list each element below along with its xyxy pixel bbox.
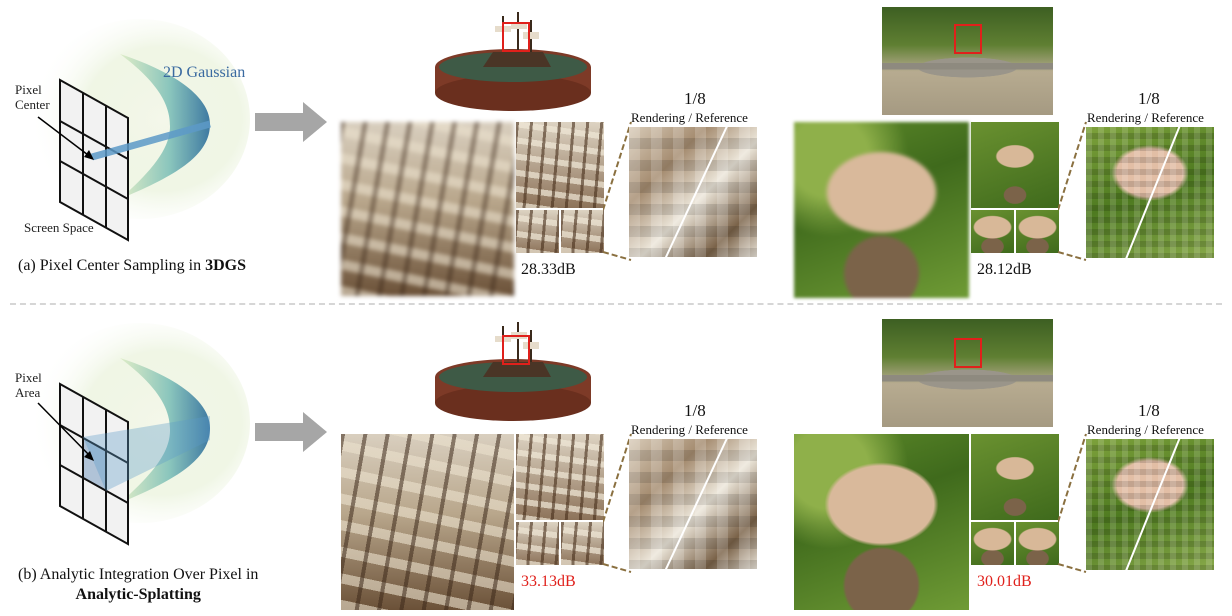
garden-compare-bottom: Rendering / Reference	[1087, 422, 1204, 437]
ship-crop-quarter	[516, 210, 559, 253]
garden-crop-quarter	[971, 210, 1014, 253]
garden-pixel-comparison	[1086, 439, 1214, 570]
ship-zoom-crop	[341, 434, 514, 610]
ship-zoom-crop	[341, 122, 514, 296]
right-arrow	[255, 412, 327, 452]
ship-crop-half	[516, 122, 604, 208]
projection-ray	[91, 120, 211, 161]
ship-scene-thumbnail	[435, 12, 591, 111]
ship-psnr-bottom: 33.13dB	[521, 573, 576, 590]
pixel-area-arrow	[37, 402, 93, 459]
garden-zoom-region-box	[954, 338, 982, 368]
ship-pixel-comparison	[629, 439, 757, 569]
caption-top: (a) Pixel Center Sampling in 3DGS	[18, 257, 246, 274]
garden-crop-quarter	[971, 522, 1014, 565]
garden-compare-top: Rendering / Reference	[1087, 110, 1204, 125]
garden-zoom-crop	[794, 434, 969, 610]
right-arrow	[255, 102, 327, 142]
garden-zoom-guides	[1058, 433, 1087, 573]
garden-scale-bottom: 1/8	[1138, 401, 1160, 420]
row-divider	[10, 303, 1222, 305]
pixel-area-diagram	[30, 323, 250, 546]
pixel-center-arrow	[37, 116, 93, 159]
ship-zoom-guides	[603, 121, 632, 261]
screen-space-grid	[59, 382, 129, 546]
gaussian-label: 2D Gaussian	[163, 64, 246, 81]
projection-volume	[83, 416, 210, 491]
garden-psnr-top: 28.12dB	[977, 261, 1032, 278]
ship-crop-quarter-b	[561, 522, 604, 565]
garden-scale-top: 1/8	[1138, 89, 1160, 108]
garden-scene-thumbnail	[882, 319, 1053, 427]
garden-zoom-crop	[794, 122, 969, 298]
screen-space-label: Screen Space	[24, 220, 94, 235]
gaussian-surface	[120, 54, 210, 199]
garden-zoom-guides	[1058, 121, 1087, 261]
pixel-center-diagram	[30, 19, 250, 242]
garden-psnr-bottom: 30.01dB	[977, 573, 1032, 590]
ship-scale-bottom: 1/8	[684, 401, 706, 420]
garden-crop-half	[971, 434, 1059, 520]
pixel-center-label: Pixel Center	[15, 82, 50, 112]
garden-pixel-comparison	[1086, 127, 1214, 258]
ship-zoom-region-box	[502, 22, 530, 52]
ship-pixel-comparison	[629, 127, 757, 257]
garden-crop-half	[971, 122, 1059, 208]
garden-zoom-region-box	[954, 24, 982, 54]
ship-scale-top: 1/8	[684, 89, 706, 108]
ship-compare-bottom: Rendering / Reference	[631, 422, 748, 437]
ship-compare-top: Rendering / Reference	[631, 110, 748, 125]
ship-crop-half	[516, 434, 604, 520]
ship-psnr-top: 28.33dB	[521, 261, 576, 278]
garden-crop-quarter-b	[1016, 210, 1059, 253]
ship-zoom-guides	[603, 433, 632, 573]
gaussian-surface	[120, 358, 210, 503]
ship-crop-quarter	[516, 522, 559, 565]
pixel-area-label: Pixel Area	[15, 370, 42, 400]
garden-crop-quarter-b	[1016, 522, 1059, 565]
ship-zoom-region-box	[502, 335, 530, 365]
ship-crop-quarter-b	[561, 210, 604, 253]
